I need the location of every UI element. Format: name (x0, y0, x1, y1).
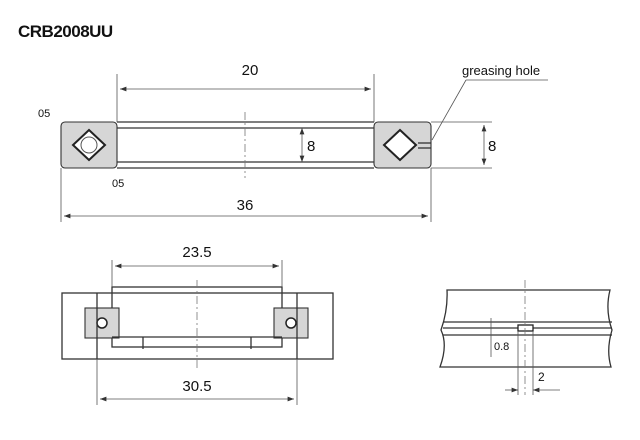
dim-outer-diameter: 36 (237, 197, 254, 214)
chamfer-top: 05 (38, 108, 50, 120)
bearing-section-view: 20 36 8 8 05 05 greasing hole (38, 62, 548, 222)
dim-inner-diameter: 20 (242, 62, 259, 79)
greasing-hole-detail: 0.8 2 (439, 280, 613, 395)
dim-shaft: 23.5 (182, 244, 211, 261)
dim-housing: 30.5 (182, 378, 211, 395)
dim-outer-width: 8 (488, 138, 496, 155)
greasing-hole-label: greasing hole (462, 63, 540, 78)
dim-inner-width: 8 (307, 138, 315, 155)
model-title: CRB2008UU (18, 22, 113, 41)
mounting-view: 23.5 30.5 (61, 244, 334, 405)
dim-hole-depth: 0.8 (494, 341, 509, 353)
chamfer-bottom: 05 (112, 178, 124, 190)
dim-hole-width: 2 (538, 370, 545, 384)
